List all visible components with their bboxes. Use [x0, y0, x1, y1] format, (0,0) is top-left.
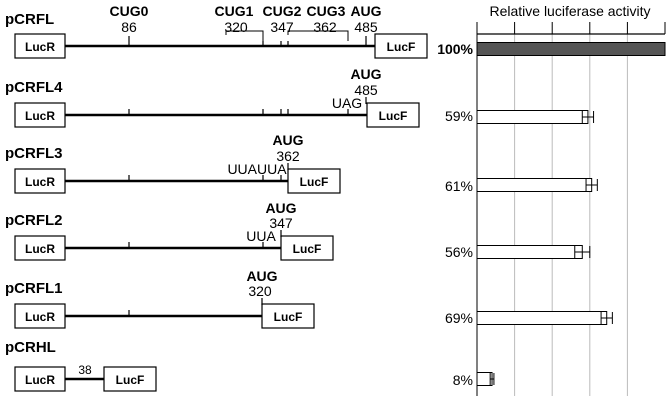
lucr-label: LucR	[25, 175, 55, 189]
construct-name: pCRFL1	[5, 280, 63, 297]
position-362: 362	[313, 19, 337, 35]
activity-label: 8%	[453, 372, 473, 388]
codon-name-cug1: CUG1	[215, 3, 254, 19]
bar-pcrfl2	[476, 245, 583, 259]
lucf-box	[366, 102, 420, 128]
mutation-uag: UAG	[332, 95, 362, 111]
codon-name-cug2: CUG2	[263, 3, 302, 19]
lucr-label: LucR	[25, 40, 55, 54]
codon-name-aug: AUG	[350, 3, 381, 19]
activity-label: 59%	[445, 108, 473, 124]
construct-name: pCRFL2	[5, 212, 63, 229]
position-320: 320	[224, 19, 248, 35]
lucr-box	[14, 366, 66, 392]
mutation-uuauua: UUAUUA	[227, 161, 287, 177]
lucf-box	[261, 303, 315, 329]
orf-bracket-cug1	[225, 30, 264, 41]
lucr-box	[14, 168, 66, 194]
position-485: 485	[354, 82, 378, 98]
chart-grid	[476, 22, 666, 396]
lucf-box	[103, 366, 157, 392]
construct-name: pCRFL3	[5, 145, 63, 162]
codon-name-aug: AUG	[265, 200, 296, 216]
position-362: 362	[276, 148, 300, 164]
lucf-label: LucF	[116, 373, 145, 387]
position-485: 485	[354, 19, 378, 35]
lucf-box	[287, 168, 341, 194]
lucf-label: LucF	[379, 109, 408, 123]
codon-name-aug: AUG	[272, 132, 303, 148]
lucr-label: LucR	[25, 373, 55, 387]
construct-pcrfl1: pCRFL1 LucR LucF AUG 320 69%	[5, 268, 473, 329]
lucf-label: LucF	[300, 175, 329, 189]
lucf-box	[280, 235, 334, 261]
construct-pcrfl3: pCRFL3 LucR LucF AUG 362 UUAUUA 61%	[5, 132, 473, 194]
bar-pcrfl1	[476, 311, 608, 325]
lucr-box	[14, 33, 66, 59]
lucf-box	[374, 33, 428, 59]
codon-name-cug3: CUG3	[307, 3, 346, 19]
lucr-label: LucR	[25, 109, 55, 123]
bar-pcrfl	[476, 42, 666, 56]
lucf-label: LucF	[274, 310, 303, 324]
mutation-uua: UUA	[246, 228, 276, 244]
position-347: 347	[270, 19, 294, 35]
codon-name-aug: AUG	[246, 268, 277, 284]
position-347: 347	[269, 215, 293, 231]
construct-name: pCRFL	[5, 11, 54, 28]
position-320: 320	[248, 283, 272, 299]
chart-bars	[476, 42, 666, 386]
construct-name: pCRFL4	[5, 79, 63, 96]
activity-label: 100%	[437, 41, 473, 57]
codon-name-cug0: CUG0	[110, 3, 149, 19]
lucf-label: LucF	[387, 40, 416, 54]
construct-pcrhl: pCRHL LucR LucF 38 8%	[5, 339, 473, 392]
chart-title: Relative luciferase activity	[489, 3, 650, 19]
construct-pcrfl: pCRFL LucR LucF CUG0 86 CUG1 CUG2 CUG3 A…	[5, 3, 474, 59]
activity-chart: Relative luciferase activity	[476, 3, 666, 396]
position-86: 86	[121, 19, 137, 35]
lucr-label: LucR	[25, 310, 55, 324]
construct-name: pCRHL	[5, 339, 56, 356]
lucr-box	[14, 235, 66, 261]
bar-pcrfl4	[476, 110, 589, 124]
codon-name-aug: AUG	[350, 66, 381, 82]
activity-label: 61%	[445, 178, 473, 194]
lucf-label: LucF	[293, 242, 322, 256]
orf-bracket-cug3	[287, 30, 349, 41]
activity-label: 56%	[445, 244, 473, 260]
construct-pcrfl2: pCRFL2 LucR LucF AUG 347 UUA 56%	[5, 200, 473, 261]
lucr-box	[14, 102, 66, 128]
lucr-box	[14, 303, 66, 329]
activity-label: 69%	[445, 310, 473, 326]
construct-pcrfl4: pCRFL4 LucR LucF AUG 485 UAG 59%	[5, 66, 473, 128]
bar-pcrfl3	[476, 178, 593, 192]
leader-length-38: 38	[78, 363, 92, 377]
lucr-label: LucR	[25, 242, 55, 256]
